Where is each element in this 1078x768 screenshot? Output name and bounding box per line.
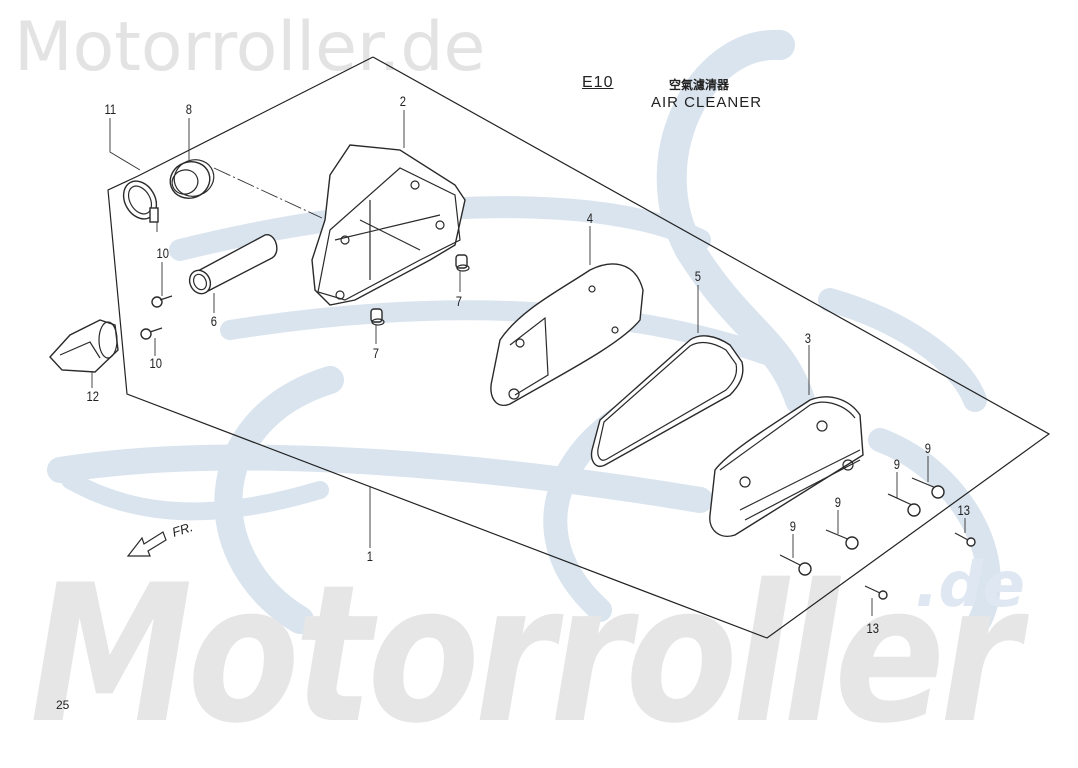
callout-9-b: 9: [893, 456, 901, 472]
callout-11: 11: [104, 101, 117, 117]
callout-12: 12: [86, 388, 100, 404]
watermark-top-text: Motorroller.de: [14, 8, 486, 87]
callout-6: 6: [210, 313, 218, 329]
part-12-intake-duct: [49, 319, 119, 373]
callout-13-lower: 13: [866, 620, 880, 636]
callout-9-d: 9: [789, 518, 797, 534]
part-5-gasket: [590, 335, 744, 467]
callout-10-upper: 10: [156, 245, 170, 261]
watermark-de-suffix: .de: [915, 548, 1025, 621]
callout-8: 8: [185, 101, 193, 117]
part-2-air-cleaner-case: [311, 144, 466, 306]
page-number: 25: [56, 698, 70, 712]
callout-13-upper: 13: [957, 502, 971, 518]
part-7-grommet-upper: [455, 254, 470, 272]
section-title-english: AIR CLEANER: [651, 94, 763, 111]
callout-9-a: 9: [924, 440, 932, 456]
callout-2: 2: [399, 93, 407, 109]
part-7-grommet-lower: [370, 308, 385, 326]
part-9-screws: [779, 477, 945, 576]
callout-7-lower: 7: [372, 345, 380, 361]
callout-5: 5: [694, 268, 702, 284]
callout-10-lower: 10: [149, 355, 163, 371]
part-13-bolts: [864, 532, 976, 600]
part-6-connecting-tube: [188, 234, 278, 295]
assembly-outline: [107, 56, 1051, 639]
callout-9-c: 9: [834, 494, 842, 510]
section-title-chinese: 空氣濾清器: [669, 78, 730, 92]
front-direction-arrow-icon: [126, 531, 167, 557]
callout-4: 4: [586, 210, 594, 226]
part-10-screw-lower: [140, 327, 163, 340]
watermark-bottom-text: Motorroller: [30, 544, 1020, 765]
section-code: E10: [582, 74, 614, 91]
part-8-connector-rubber: [169, 159, 215, 199]
part-11-hose-clamp: [122, 180, 159, 232]
callout-7-upper: 7: [455, 293, 463, 309]
callout-3: 3: [804, 330, 812, 346]
callout-1: 1: [366, 548, 374, 564]
part-10-screw-upper: [151, 295, 173, 308]
part-4-filter-plate: [490, 263, 644, 407]
part-3-cover: [709, 396, 864, 537]
